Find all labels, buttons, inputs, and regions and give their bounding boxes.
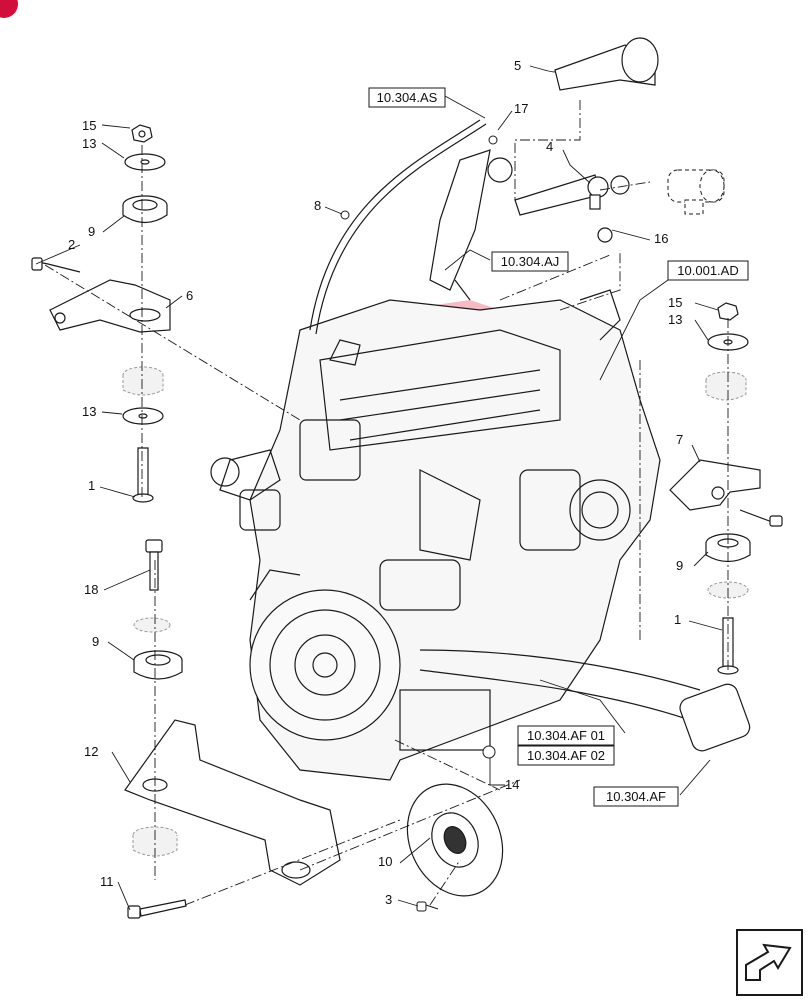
- callout-10: 10: [378, 854, 392, 869]
- part-8-screw: [340, 210, 350, 220]
- part-16-clips: [597, 175, 630, 243]
- corner-badge-icon: [0, 0, 18, 18]
- callout-15-right: 15: [668, 295, 682, 310]
- flywheel: [249, 569, 401, 741]
- svg-text:10.304.AF 02: 10.304.AF 02: [527, 748, 605, 763]
- callout-1-right: 1: [674, 612, 681, 627]
- part-17-fitting: [488, 135, 498, 145]
- callout-9-right: 9: [676, 558, 683, 573]
- svg-text:10.304.AF 01: 10.304.AF 01: [527, 728, 605, 743]
- svg-text:10.304.AF: 10.304.AF: [606, 789, 666, 804]
- part-10-coupling: [406, 783, 504, 897]
- callout-4: 4: [546, 139, 553, 154]
- callout-13-left-mid: 13: [82, 404, 96, 419]
- callout-12: 12: [84, 744, 98, 759]
- callout-17: 17: [514, 101, 528, 116]
- callout-11: 11: [100, 874, 114, 889]
- callout-13-left-top: 13: [82, 136, 96, 151]
- part-4-tube: [514, 174, 609, 216]
- callout-9-left-lower: 9: [92, 634, 99, 649]
- callout-numbers: 5 17 4 16 8 15 13 9 2 6 13 1 18 9 12 11 …: [68, 58, 683, 907]
- part-5-hose: [554, 37, 659, 91]
- leader-lines: [44, 100, 729, 906]
- callout-2: 2: [68, 237, 75, 252]
- part-11-bolt: [127, 899, 187, 919]
- part-9-mount-lower-left: [133, 650, 183, 680]
- ref-10-304-af-02[interactable]: 10.304.AF 02: [517, 745, 615, 766]
- ref-10-304-af-01[interactable]: 10.304.AF 01: [517, 725, 615, 746]
- callout-15-left: 15: [82, 118, 96, 133]
- left-mount-ghost: [122, 366, 164, 396]
- part-18-bolt: [145, 539, 163, 591]
- svg-text:10.304.AJ: 10.304.AJ: [501, 254, 560, 269]
- washer-ghost-left: [133, 617, 171, 633]
- wiring-harness: [419, 649, 751, 752]
- arrow-next-icon[interactable]: [736, 929, 803, 996]
- callout-3: 3: [385, 892, 392, 907]
- part-7-bracket: [669, 459, 783, 527]
- ref-10-304-af[interactable]: 10.304.AF: [593, 786, 679, 807]
- part-14-nut: [482, 745, 496, 759]
- callout-leaders: [35, 65, 723, 911]
- svg-text:10.304.AS: 10.304.AS: [377, 90, 438, 105]
- part-3-screw: [416, 901, 439, 912]
- callout-1-left: 1: [88, 478, 95, 493]
- callout-9-left-top: 9: [88, 224, 95, 239]
- ref-10-001-ad[interactable]: 10.001.AD: [667, 260, 749, 281]
- ref-10-304-aj[interactable]: 10.304.AJ: [491, 251, 569, 272]
- part-12-bracket: [124, 719, 341, 886]
- left-lower-stack: [122, 407, 164, 503]
- callout-8: 8: [314, 198, 321, 213]
- ref-10-304-as[interactable]: 10.304.AS: [368, 87, 446, 108]
- callout-6: 6: [186, 288, 193, 303]
- right-mount-ghost: [705, 371, 747, 401]
- callout-7: 7: [676, 432, 683, 447]
- callout-13-right: 13: [668, 312, 682, 327]
- callout-18: 18: [84, 582, 98, 597]
- hoses: [309, 119, 513, 335]
- callout-16: 16: [654, 231, 668, 246]
- svg-text:10.001.AD: 10.001.AD: [677, 263, 738, 278]
- callout-5: 5: [514, 58, 521, 73]
- dashed-component: [667, 169, 725, 215]
- left-mount-stack: [31, 124, 171, 333]
- callout-14: 14: [505, 777, 519, 792]
